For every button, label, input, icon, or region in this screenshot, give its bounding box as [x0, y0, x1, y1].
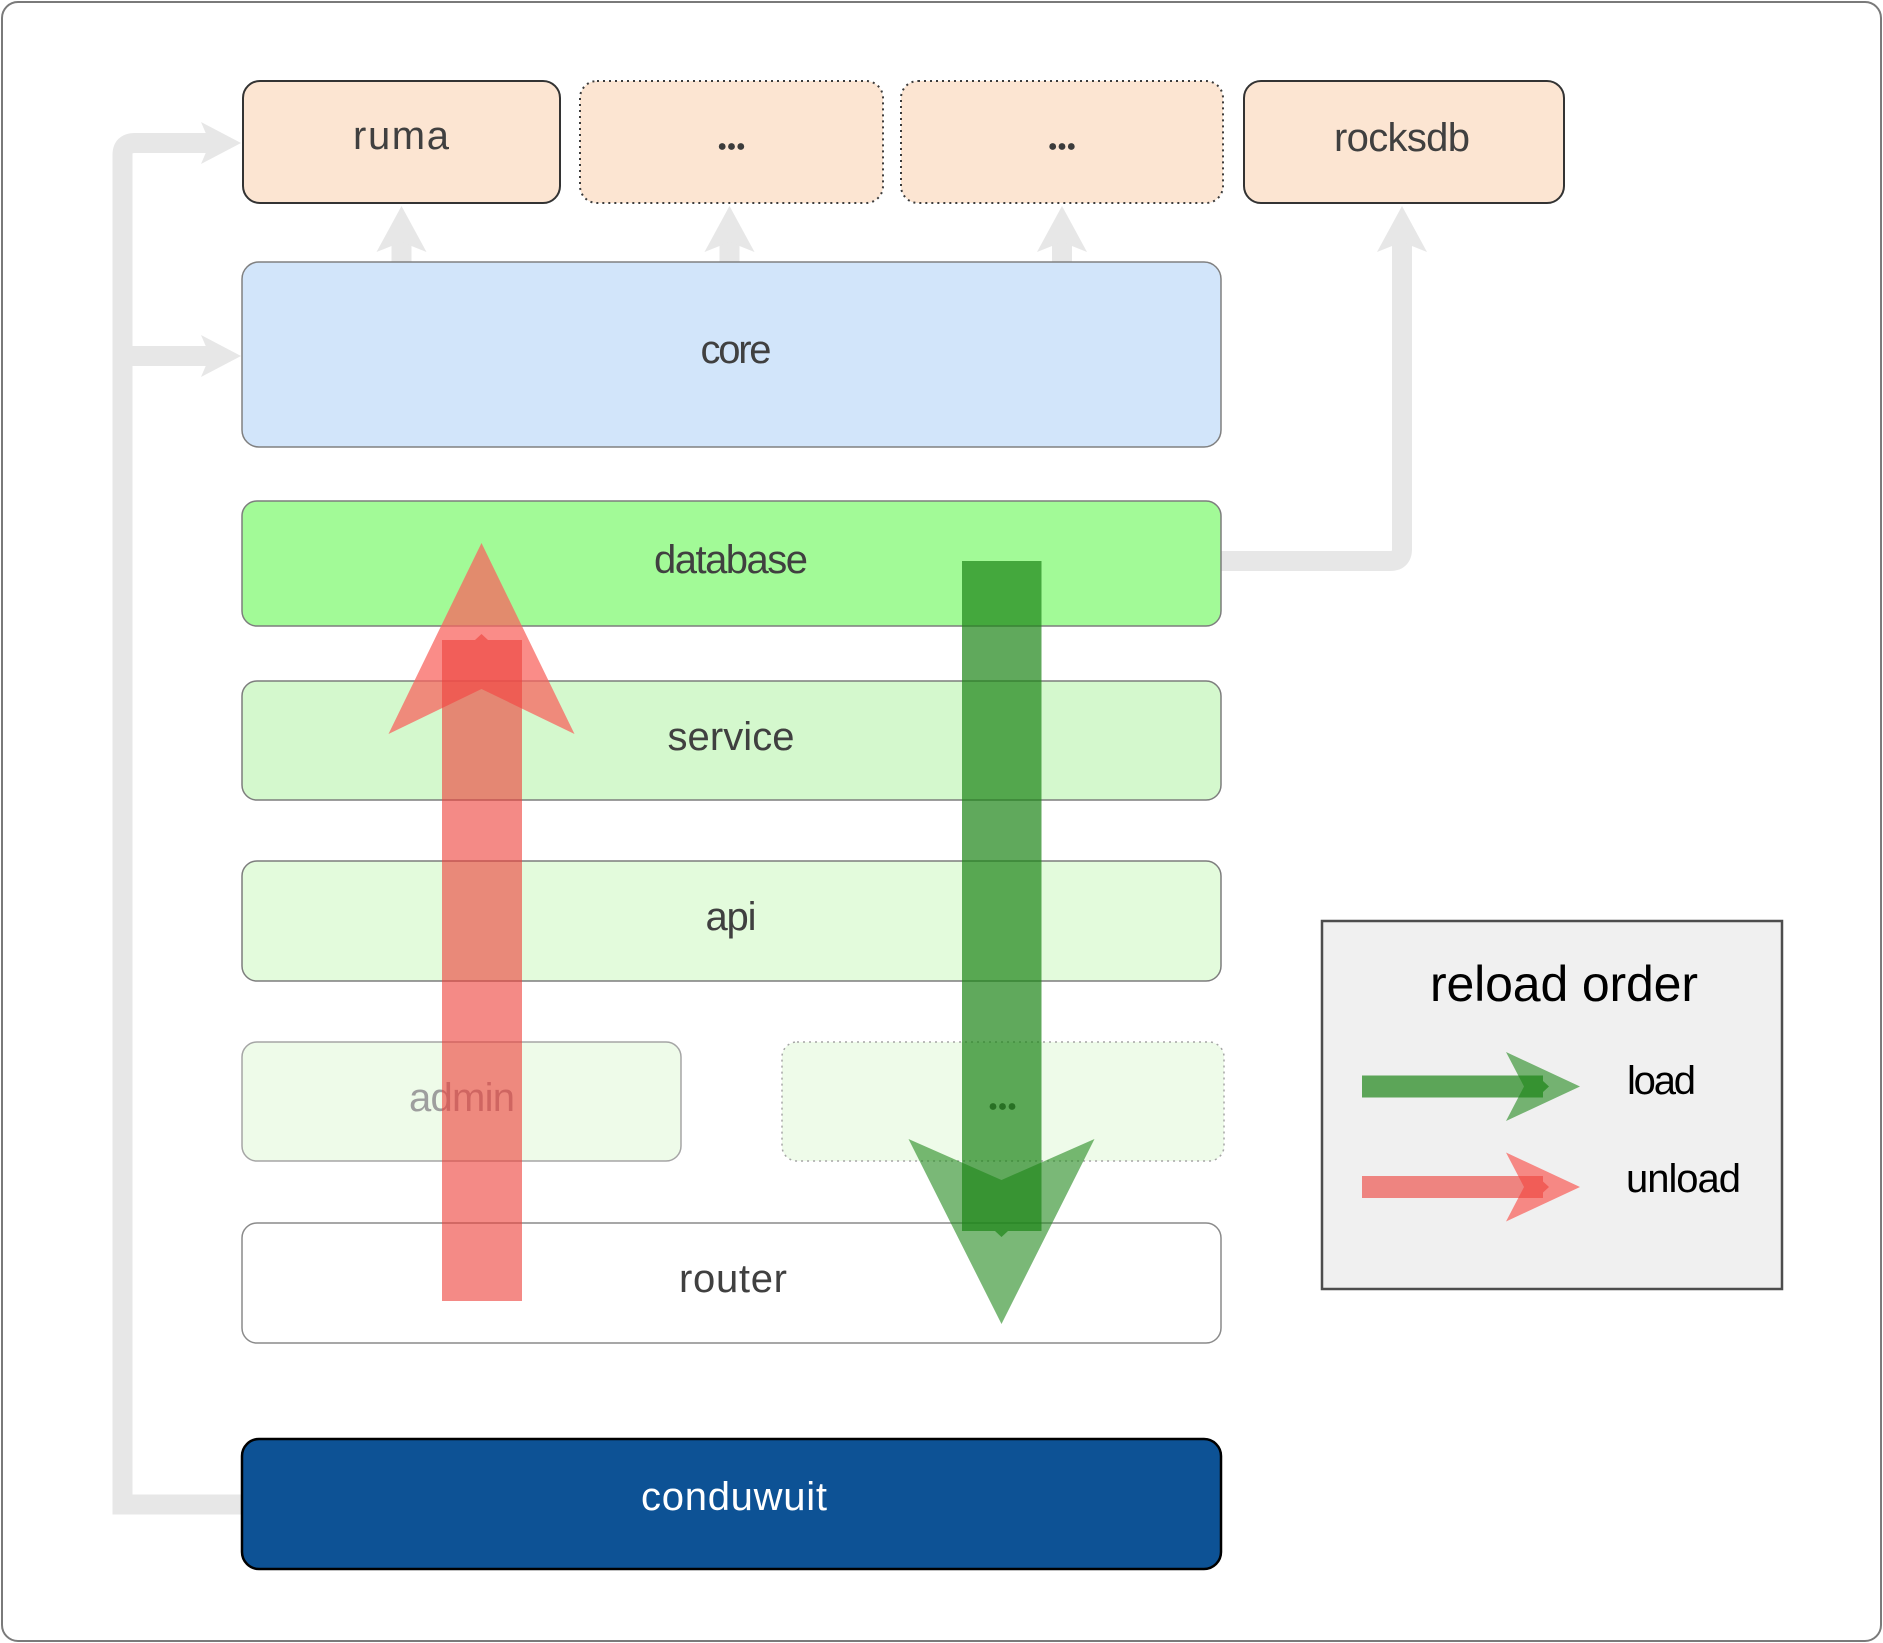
svg-text:core: core [701, 328, 772, 372]
svg-text:conduwuit: conduwuit [641, 1475, 827, 1519]
svg-text:rocksdb: rocksdb [1334, 116, 1470, 160]
svg-text:database: database [654, 538, 808, 582]
svg-text:ruma: ruma [353, 114, 450, 158]
svg-text:service: service [668, 715, 795, 759]
svg-text:api: api [706, 895, 757, 939]
svg-text:reload order: reload order [1430, 956, 1698, 1012]
svg-text:router: router [679, 1257, 787, 1301]
svg-text:load: load [1627, 1059, 1696, 1103]
svg-text:unload: unload [1626, 1157, 1741, 1201]
